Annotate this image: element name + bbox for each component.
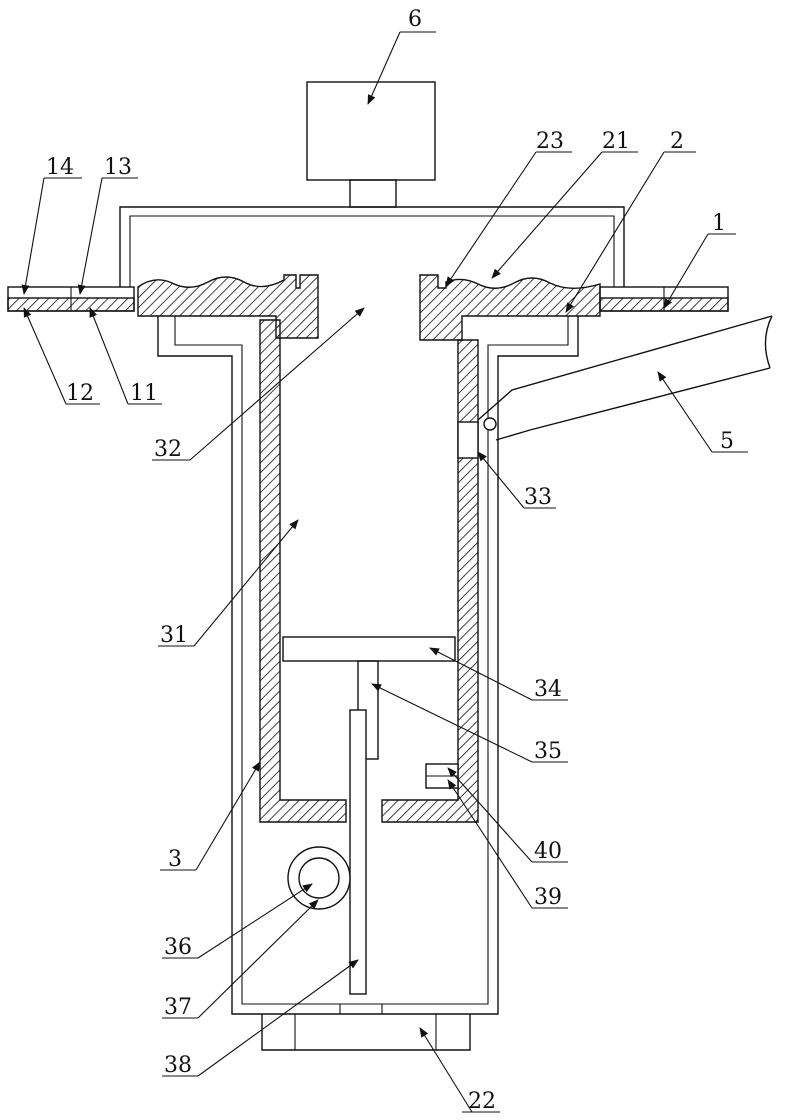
- label-11: 11: [130, 381, 158, 406]
- pipe-joint: [484, 418, 496, 430]
- cylinder-wall-left: [260, 320, 346, 822]
- left-step-outer: [158, 316, 578, 1014]
- label-12: 12: [66, 381, 94, 406]
- label-21: 21: [602, 129, 630, 154]
- base-22: [262, 1014, 470, 1050]
- label-6: 6: [408, 7, 422, 32]
- inner-frame: [130, 216, 614, 287]
- label-32: 32: [154, 437, 182, 462]
- label-1: 1: [712, 211, 726, 236]
- left-cover: [138, 275, 318, 338]
- label-39: 39: [534, 885, 562, 910]
- pipe-5-upper: [478, 316, 772, 420]
- gear-inner-36: [299, 858, 339, 898]
- valve-33: [458, 422, 478, 458]
- label-36: 36: [164, 935, 192, 960]
- label-33: 33: [524, 485, 552, 510]
- cylinder-wall-right: [382, 340, 478, 822]
- label-35: 35: [534, 739, 562, 764]
- label-37: 37: [164, 995, 192, 1020]
- label-34: 34: [534, 677, 562, 702]
- outer-frame: [120, 207, 624, 287]
- rack-38: [350, 710, 366, 994]
- piston-34: [283, 637, 455, 661]
- label-22: 22: [468, 1089, 496, 1114]
- pipe-5-end: [765, 316, 772, 368]
- label-14: 14: [46, 155, 74, 180]
- label-38: 38: [164, 1053, 192, 1078]
- label-3: 3: [168, 847, 182, 872]
- label-40: 40: [534, 839, 562, 864]
- motor-connector: [350, 180, 396, 207]
- label-31: 31: [160, 623, 188, 648]
- label-23: 23: [536, 129, 564, 154]
- label-5: 5: [720, 429, 734, 454]
- leader-lines: [24, 32, 748, 1112]
- label-13: 13: [104, 155, 132, 180]
- label-2: 2: [670, 129, 684, 154]
